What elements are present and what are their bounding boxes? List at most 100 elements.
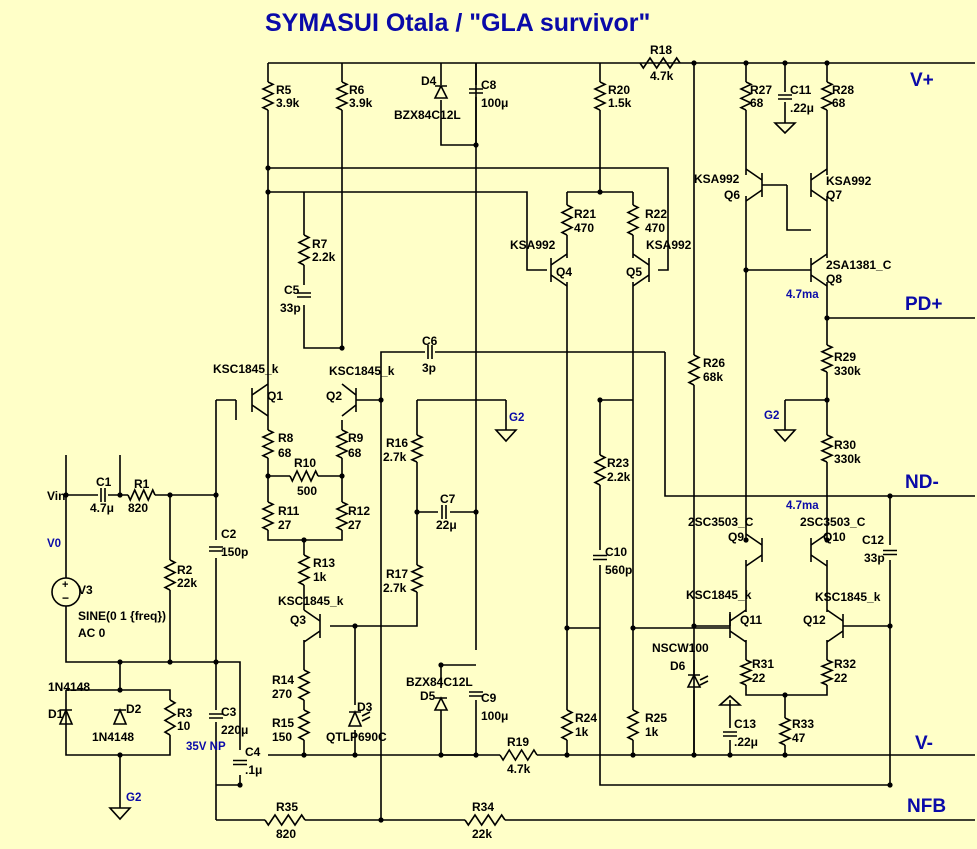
r13-resistor-symbol: [297, 554, 311, 586]
q1-transistor-legs: [251, 383, 269, 417]
r28-resistor-symbol: [820, 81, 834, 111]
c12-value: 33p: [864, 551, 885, 565]
r6-value: 3.9k: [349, 96, 373, 110]
source-plus-sign: +: [62, 579, 68, 591]
r8-value: 68: [278, 446, 292, 460]
r10-value: 500: [297, 484, 317, 498]
r27-name: R27: [750, 83, 772, 97]
c3-capacitor-symbol: [209, 713, 223, 719]
c4-capacitor-symbol: [233, 759, 247, 766]
r7-value: 2.2k: [312, 250, 336, 264]
net-label-g2-bottom: G2: [126, 792, 141, 804]
q10-name: Q10: [823, 530, 846, 544]
r28-name: R28: [832, 83, 854, 97]
r14-resistor-symbol: [297, 669, 311, 701]
source-minus-sign: −: [62, 591, 69, 605]
net-label-g2-mid: G2: [764, 410, 779, 422]
r8-resistor-symbol: [261, 429, 275, 459]
q10-type: 2SC3503_C: [800, 515, 866, 529]
c1-name: C1: [96, 475, 112, 489]
r15-resistor-symbol: [297, 709, 311, 741]
r26-name: R26: [703, 356, 725, 370]
c11-capacitor-symbol: [778, 94, 792, 100]
q11-name: Q11: [740, 613, 762, 627]
sine-source-v3: + −: [51, 577, 81, 607]
r18-resistor-symbol: [639, 56, 681, 70]
c8-value: 100μ: [481, 96, 508, 110]
r25-value: 1k: [645, 725, 659, 739]
r23-name: R23: [607, 456, 629, 470]
c3-voltage-note: 35V NP: [186, 741, 226, 753]
r1-name: R1: [134, 477, 150, 491]
q4-type: KSA992: [510, 238, 556, 252]
r23-resistor-symbol: [593, 454, 607, 486]
r18-value: 4.7k: [650, 69, 674, 83]
net-label-v0: V0: [47, 538, 61, 550]
r8-name: R8: [278, 431, 294, 445]
r23-value: 2.2k: [607, 470, 631, 484]
r12-value: 27: [348, 518, 362, 532]
r30-name: R30: [834, 438, 856, 452]
r15-name: R15: [272, 716, 294, 730]
r5-resistor-symbol: [261, 81, 275, 111]
ground-symbol-c13: [717, 694, 743, 706]
c8-capacitor-symbol: [469, 88, 483, 94]
c11-name: C11: [790, 83, 812, 97]
r5-value: 3.9k: [276, 96, 300, 110]
r6-resistor-symbol: [335, 81, 349, 111]
q3-transistor-legs: [303, 609, 321, 643]
r26-resistor-symbol: [687, 354, 701, 386]
r24-name: R24: [575, 711, 597, 725]
r13-value: 1k: [313, 570, 327, 584]
r21-resistor-symbol: [560, 204, 574, 236]
d1-diode-symbol: [58, 707, 74, 725]
c4-name: C4: [245, 745, 261, 759]
junctions: [63, 60, 893, 823]
q7-name: Q7: [826, 188, 842, 202]
r20-value: 1.5k: [608, 96, 632, 110]
c4-value: .1μ: [245, 763, 262, 777]
r3-value: 10: [177, 719, 191, 733]
r35-resistor-symbol: [264, 813, 306, 827]
c13-value: .22μ: [734, 735, 758, 749]
r25-name: R25: [645, 711, 667, 725]
c12-name: C12: [862, 533, 884, 547]
r32-value: 22: [834, 671, 848, 685]
r13-name: R13: [313, 556, 335, 570]
net-label-pdplus: PD+: [905, 294, 943, 315]
r3-resistor-symbol: [163, 699, 177, 736]
r19-name: R19: [507, 735, 529, 749]
r29-value: 330k: [834, 364, 861, 378]
r16-value: 2.7k: [383, 450, 407, 464]
c2-name: C2: [221, 527, 237, 541]
q3-name: Q3: [290, 613, 306, 627]
r33-name: R33: [792, 717, 814, 731]
r10-resistor-symbol: [289, 469, 319, 483]
r18-name: R18: [650, 43, 672, 57]
d6-led-arrows: [699, 675, 709, 686]
c11-value: .22μ: [790, 101, 814, 115]
c10-name: C10: [605, 545, 627, 559]
schematic-title: SYMASUI Otala / "GLA survivor": [265, 9, 650, 37]
q7-transistor-legs: [810, 168, 828, 202]
r33-resistor-symbol: [778, 717, 792, 746]
c10-value: 560p: [605, 563, 632, 577]
r7-name: R7: [312, 237, 328, 251]
r30-resistor-symbol: [820, 434, 834, 463]
q3-type: KSC1845_k: [278, 594, 344, 608]
r1-resistor-symbol: [127, 488, 156, 502]
r16-resistor-symbol: [410, 434, 424, 463]
r2-value: 22k: [177, 576, 197, 590]
net-label-vin: Vin: [47, 489, 65, 503]
q2-name: Q2: [326, 389, 342, 403]
r27-resistor-symbol: [739, 81, 753, 111]
c7-value: 22μ: [436, 518, 457, 532]
d5-value: BZX84C12L: [406, 675, 473, 689]
q8-name: Q8: [826, 272, 842, 286]
q12-type: KSC1845_k: [815, 590, 881, 604]
q9-name: Q9: [728, 530, 744, 544]
r31-value: 22: [752, 671, 766, 685]
c2-capacitor-symbol: [209, 546, 223, 552]
